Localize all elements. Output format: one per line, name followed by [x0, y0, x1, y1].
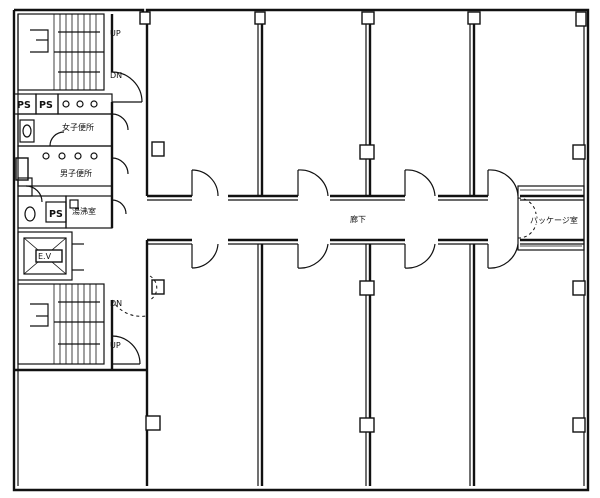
ps-label-3: PS	[49, 209, 63, 220]
mens-restroom-label: 男子便所	[60, 168, 92, 178]
structural-columns	[15, 11, 587, 433]
elevator-label: E.V	[38, 252, 52, 261]
corridor-label: 廊下	[350, 214, 366, 224]
kitchenette-label: 湯沸室	[72, 206, 96, 216]
stair-top-down-label: DN	[110, 71, 122, 80]
ps-label-2: PS	[39, 100, 53, 111]
stair-bottom-up-label: UP	[110, 341, 121, 350]
stair-bottom-down-label: DN	[110, 299, 122, 308]
upper-office-doors	[191, 169, 519, 197]
stair-top-up-label: UP	[110, 29, 121, 38]
lower-office-doors	[191, 243, 519, 269]
upper-office-walls	[145, 14, 584, 201]
lower-office-walls	[14, 238, 584, 486]
top-stair-treads	[30, 14, 104, 90]
package-room-label: パッケージ室	[530, 215, 578, 225]
service-core: UP DN PS PS 女子便所 男子便所 湯沸室	[13, 13, 158, 370]
package-room	[517, 185, 585, 251]
womens-restroom-label: 女子便所	[62, 122, 94, 132]
ps-label-1: PS	[17, 100, 31, 111]
bottom-stair-treads	[30, 284, 104, 364]
outer-walls	[12, 8, 590, 492]
